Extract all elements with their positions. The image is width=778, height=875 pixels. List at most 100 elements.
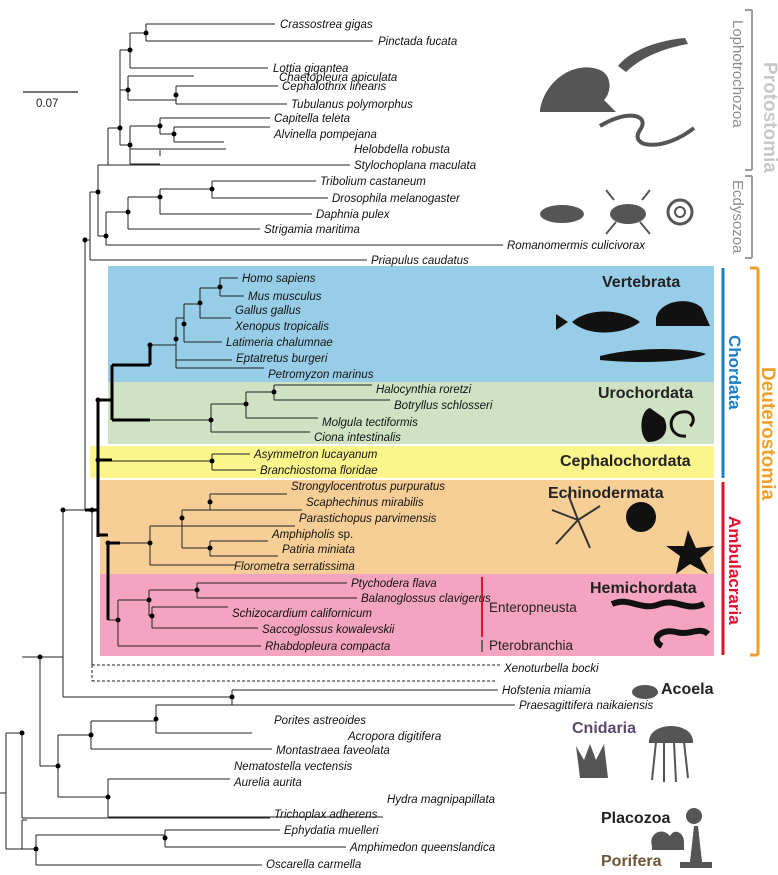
acorn-worm-icon	[610, 598, 706, 610]
taxon-label: Ptychodera flava	[351, 578, 437, 590]
urochordata-box	[108, 382, 714, 444]
taxon-label: Ephydatia muelleri	[284, 825, 379, 837]
taxon-label: Daphnia pulex	[316, 209, 391, 221]
taxon-label: Hofstenia miamia	[502, 685, 591, 697]
taxon-label: Porites astreoides	[274, 715, 366, 727]
taxon-label: Alvinella pompejana	[273, 129, 377, 141]
taxon-label: Helobdella robusta	[354, 144, 450, 156]
nematode-spiral-icon	[666, 198, 694, 226]
clade-vertebrata: Vertebrata	[602, 274, 680, 291]
taxon-label: Praesagittifera naikaiensis	[519, 700, 653, 712]
taxon-label: Balanoglossus clavigerus	[361, 593, 491, 605]
scale-bar-label: 0.07	[36, 98, 58, 110]
taxon-label: Xenoturbella bocki	[503, 663, 599, 675]
silhouettes	[540, 38, 714, 868]
taxon-label: Asymmetron lucayanum	[253, 449, 378, 461]
polychaete-icon	[618, 38, 688, 72]
label-lophotrochozoa: Lophotrochozoa	[729, 20, 746, 128]
jellyfish-icon	[648, 726, 694, 783]
taxon-labels: Crassostrea gigas Pinctada fucata Lottia…	[226, 19, 653, 871]
taxon-label: Scaphechinus mirabilis	[306, 497, 424, 509]
taxon-label: Hydra magnipapillata	[387, 794, 495, 806]
taxon-label: Halocynthia roretzi	[376, 384, 472, 396]
taxon-label: Romanomermis culicivorax	[507, 240, 646, 252]
taxon-label: Aurelia aurita	[233, 777, 302, 789]
taxon-label: Branchiostoma floridae	[260, 465, 378, 477]
clade-echinodermata: Echinodermata	[548, 485, 664, 502]
ribbon-worm-icon	[598, 113, 696, 147]
taxon-label: Xenopus tropicalis	[234, 321, 329, 333]
taxon-label: Florometra serratissima	[234, 561, 355, 573]
coelacanth-icon	[556, 311, 640, 333]
clade-acoela: Acoela	[661, 681, 714, 698]
brittle-star-icon	[551, 493, 601, 549]
clade-placozoa: Placozoa	[601, 810, 670, 827]
taxon-label: Parastichopus parvimensis	[299, 513, 437, 525]
clade-cephalochordata: Cephalochordata	[560, 453, 691, 470]
taxon-label: Amphimedon queenslandica	[349, 842, 495, 854]
hemichordata-box	[100, 574, 714, 656]
clade-cnidaria: Cnidaria	[572, 720, 636, 737]
taxon-label: Strongylocentrotus purpuratus	[291, 481, 445, 493]
tube-sponge-icon	[680, 826, 712, 868]
taxon-label: Trichoplax adherens	[274, 809, 378, 821]
fly-wing-icon	[605, 189, 651, 235]
taxon-label: Pinctada fucata	[378, 36, 457, 48]
taxon-label: Cephalothrix linearis	[282, 81, 386, 93]
taxon-label: Acropora digitifera	[347, 731, 441, 743]
taxon-label: Botryllus schlosseri	[394, 400, 493, 412]
cephalochordata-box	[90, 446, 714, 478]
larva-icon	[540, 205, 584, 223]
taxon-label: Molgula tectiformis	[322, 417, 418, 429]
clade-urochordata: Urochordata	[598, 385, 693, 402]
taxon-label: Drosophila melanogaster	[332, 193, 461, 205]
taxon-label: Schizocardium californicum	[232, 608, 372, 620]
taxon-label: Tribolium castaneum	[320, 176, 426, 188]
sea-urchin-icon	[626, 502, 656, 532]
echinodermata-box	[100, 480, 714, 574]
taxon-label: Capitella teleta	[274, 113, 350, 125]
taxon-label: Oscarella carmella	[266, 859, 361, 871]
nematode-spiral-inner-icon	[674, 206, 686, 218]
sponge-icon	[651, 831, 684, 850]
hagfish-icon	[600, 349, 706, 362]
acoel-icon	[632, 685, 658, 699]
taxon-label: Ciona intestinalis	[314, 432, 401, 444]
taxon-label: Montastraea faveolata	[276, 745, 390, 757]
taxon-label: Rhabdopleura compacta	[265, 641, 390, 653]
label-chordata: Chordata	[725, 335, 744, 410]
taxon-label: Homo sapiens	[242, 273, 316, 285]
taxon-label: Stylochoplana maculata	[354, 160, 476, 172]
taxon-label: Crassostrea gigas	[280, 19, 373, 31]
taxon-label: Patiria miniata	[282, 544, 355, 556]
taxon-label: Gallus gallus	[235, 305, 301, 317]
tunicate-larva-icon	[669, 410, 695, 438]
taxon-label: Tubulanus polymorphus	[291, 99, 413, 111]
label-ambulacraria: Ambulacraria	[725, 516, 744, 625]
taxon-label: Petromyzon marinus	[268, 369, 374, 381]
ascidian-icon	[641, 408, 667, 442]
taxon-label: Chaetopleura apiculata	[279, 72, 397, 84]
taxon-label: Amphipholis sp.	[271, 529, 353, 541]
taxon-label: Lottia gigantea	[273, 63, 348, 75]
taxon-label: Nematostella vectensis	[234, 761, 352, 773]
deuterostome-backbone	[85, 345, 152, 620]
acorn-worm-2-icon	[653, 627, 711, 649]
taxon-label: Saccoglossus kowalevskii	[262, 624, 395, 636]
mammal-icon	[656, 301, 710, 326]
tree-nodes	[19, 30, 277, 852]
label-deuterostomia: Deuterostomia	[757, 367, 778, 500]
taxon-label: Mus musculus	[248, 291, 322, 303]
taxon-label: Latimeria chalumnae	[226, 337, 333, 349]
placozoan-icon	[686, 808, 702, 824]
fly-icon	[610, 204, 646, 224]
taxon-label: Eptatretus burgeri	[236, 353, 328, 365]
taxon-label: Strigamia maritima	[264, 224, 360, 236]
sea-anemone-icon	[576, 744, 608, 778]
clade-pterobranchia: Pterobranchia	[489, 638, 574, 653]
clade-porifera: Porifera	[601, 853, 662, 870]
taxon-label: Priapulus caudatus	[371, 255, 469, 267]
label-protostomia: Protostomia	[759, 62, 778, 173]
